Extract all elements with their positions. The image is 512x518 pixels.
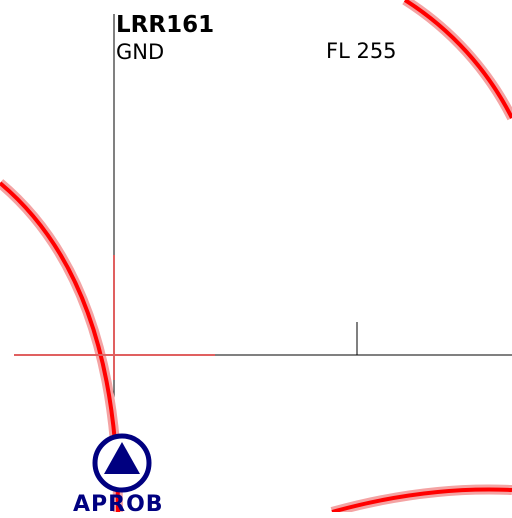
route-arc-bottom — [331, 487, 512, 512]
flight-status: GND — [116, 40, 165, 64]
waypoint-label[interactable]: APROB — [73, 492, 164, 517]
triangle-in-circle-icon[interactable] — [92, 433, 152, 493]
flight-callsign[interactable]: LRR161 — [116, 12, 215, 38]
crosshair-icon[interactable] — [14, 255, 215, 380]
route-arc-top-right — [403, 0, 512, 119]
route-arc-top-right-halo — [402, 0, 512, 121]
flight-level: FL 255 — [326, 39, 397, 63]
